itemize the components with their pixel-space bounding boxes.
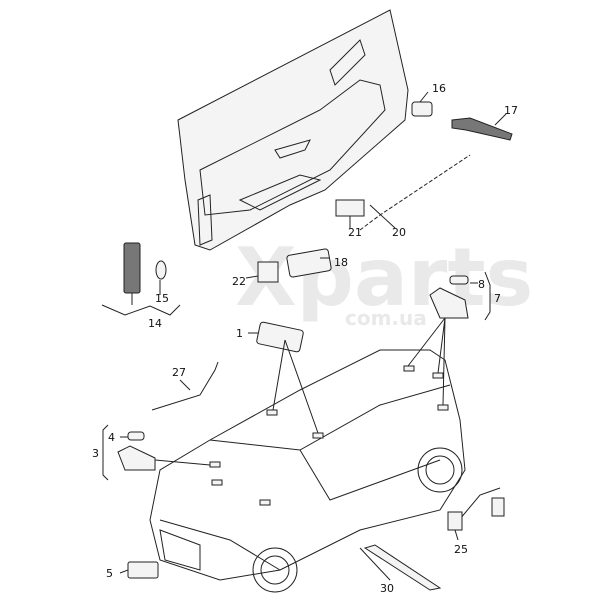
- part-17: [451, 117, 513, 141]
- part-20-harness: [359, 154, 471, 231]
- part-27-cable: [151, 361, 219, 411]
- callout-17[interactable]: 17: [504, 104, 518, 117]
- part-8-bulb: [449, 275, 469, 285]
- part-16: [411, 101, 433, 117]
- watermark: Xparts com.ua: [235, 231, 533, 330]
- part-15-bulb: [155, 260, 167, 280]
- part-5: [127, 561, 159, 579]
- callout-27[interactable]: 27: [172, 366, 186, 379]
- callout-14[interactable]: 14: [148, 317, 162, 330]
- callout-1[interactable]: 1: [236, 327, 243, 340]
- part-14: [123, 242, 141, 294]
- part-1: [256, 321, 304, 353]
- callout-3[interactable]: 3: [92, 447, 99, 460]
- leader-lines: [101, 91, 507, 581]
- callout-16[interactable]: 16: [432, 82, 446, 95]
- part-7-lamp: [429, 287, 469, 319]
- callout-30[interactable]: 30: [380, 582, 394, 595]
- car-outline: [149, 349, 466, 593]
- callout-18[interactable]: 18: [334, 256, 348, 269]
- callout-21[interactable]: 21: [348, 226, 362, 239]
- part-21: [335, 199, 365, 217]
- callout-4[interactable]: 4: [108, 431, 115, 444]
- callout-labels: 16 17 20 21 22 18 15 14 87 1 27 43 5 25 30: [92, 82, 518, 595]
- callout-8[interactable]: 8: [478, 278, 485, 291]
- callout-15[interactable]: 15: [155, 292, 169, 305]
- watermark-domain: com.ua: [345, 306, 427, 330]
- part-18: [286, 248, 332, 278]
- callout-5[interactable]: 5: [106, 567, 113, 580]
- callout-20[interactable]: 20: [392, 226, 406, 239]
- door-trim-panel: [177, 9, 409, 251]
- callout-7[interactable]: 7: [494, 292, 501, 305]
- watermark-brand: Xparts: [235, 231, 533, 324]
- part-30-sill: [363, 544, 442, 591]
- part-4-bulb: [127, 431, 145, 441]
- part-3-lamp: [117, 445, 156, 471]
- callout-25[interactable]: 25: [454, 543, 468, 556]
- part-25: [447, 487, 505, 531]
- callout-22[interactable]: 22: [232, 275, 246, 288]
- part-22: [257, 261, 279, 283]
